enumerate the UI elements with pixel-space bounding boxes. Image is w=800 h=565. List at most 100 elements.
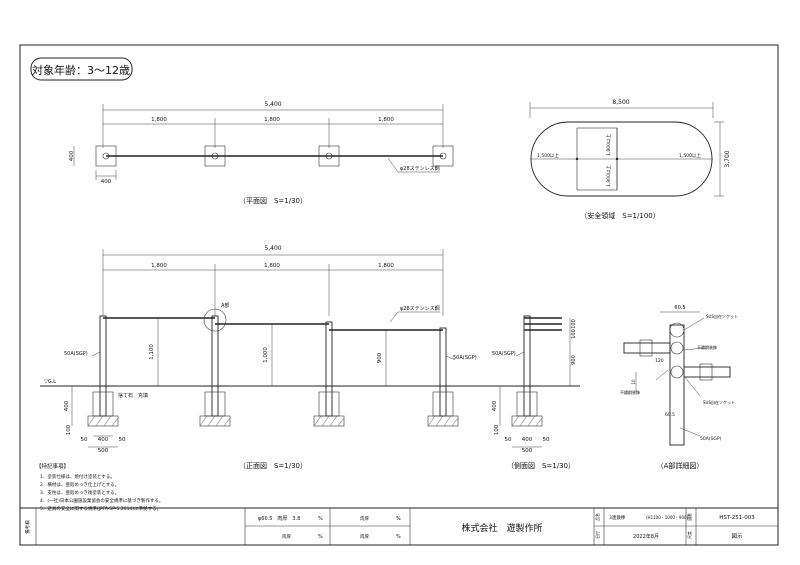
material-1-unit: %	[318, 516, 323, 522]
side-found-50-left: 50	[505, 437, 512, 443]
material-1: φ60.5 肉厚 3.8	[258, 515, 300, 522]
side-foundation	[511, 391, 543, 427]
front-view: 5,400 1,800 1,800 1,800 ▽G.L 1,100 1,000…	[40, 245, 580, 470]
detail-bar-left	[623, 342, 671, 354]
safety-area-title: （安全領域 S=1/100）	[580, 211, 659, 220]
plan-pad-width: 400	[101, 179, 112, 185]
gl-label: ▽G.L	[44, 379, 56, 385]
plan-view: 5,400 1,800 1,800 1,800 400 400 φ28ステンレス…	[69, 101, 454, 205]
side-found-500: 500	[522, 448, 533, 454]
side-found-50-right: 50	[543, 437, 550, 443]
note-item: 4．(一社)日本公園施設業協会の安全規準に基づき製作する。	[40, 497, 163, 504]
product-name: 3連鉄棒	[609, 514, 626, 521]
drawing-number: HST-251-003	[719, 515, 755, 521]
detail-a-label: A部	[221, 302, 229, 309]
front-foundation-1	[87, 391, 119, 427]
detail-deco-2: 不鏽鋼装飾	[620, 389, 640, 395]
detail-dim-60-bottom: 60.5	[665, 412, 675, 418]
safety-right-clearance: 1,500以上	[679, 152, 701, 159]
front-foundation-4	[427, 391, 459, 427]
notes-block: 【特記事項】 1．塗装仕様は、焼付け塗装とする。 2．横材は、亜鉛めっき仕上げと…	[36, 462, 163, 512]
note-item: 2．横材は、亜鉛めっき仕上げとする。	[40, 481, 119, 488]
front-height-1100: 1,100	[149, 344, 155, 360]
front-post-4	[439, 327, 447, 417]
notes-title: 【特記事項】	[36, 462, 69, 470]
front-total-dim: 5,400	[264, 245, 281, 252]
front-found-400: 400	[98, 437, 109, 443]
front-height-900: 900	[377, 352, 383, 363]
target-age-text: 対象年齢：3〜12歳	[32, 63, 130, 77]
front-foundation-2	[199, 391, 231, 427]
front-post-3	[325, 321, 333, 417]
material-4-unit: %	[396, 534, 401, 540]
front-height-1000: 1,000	[263, 347, 269, 363]
side-label: 備考欄	[24, 520, 31, 534]
side-post	[523, 315, 531, 417]
front-span-dim-3: 1,800	[378, 263, 394, 269]
title-block: 備考欄 φ60.5 肉厚 3.8 % 肉厚 % 肉厚 % 肉厚 % 株式会社 遊…	[20, 507, 778, 545]
plan-total-dim: 5,400	[264, 101, 281, 108]
detail-a-marker	[203, 308, 227, 332]
side-dim-100-a: 100	[571, 319, 577, 329]
detail-deco-1: 不鏽鋼装飾	[697, 344, 717, 350]
side-depth-400: 400	[492, 400, 498, 411]
drawing-border	[19, 44, 779, 546]
front-post-label-left: 50A(SGP)	[64, 351, 88, 357]
side-dim-100-b: 100	[571, 329, 577, 339]
front-found-50-right: 50	[119, 437, 126, 443]
side-view: 100 100 900 50A(SGP) 400 100 400 50 50 5…	[492, 315, 577, 470]
plan-pad-depth: 400	[69, 150, 75, 161]
plan-span-dim-1: 1,800	[151, 117, 167, 123]
detail-pipe-label: 50A(SGP)	[700, 436, 722, 442]
detail-fitting-1: SUS自在ソケット	[706, 313, 738, 319]
front-post-label-right: 50A(SGP)	[453, 355, 477, 361]
plan-view-title: （平面図 S=1/30）	[239, 197, 307, 205]
side-post-label: 50A(SGP)	[492, 351, 516, 357]
detail-a-title: （A部詳細図）	[657, 461, 704, 470]
scale-label: 尺度	[687, 531, 692, 539]
front-depth-400: 400	[64, 400, 70, 411]
product-label: 品名	[595, 513, 600, 521]
front-span-dim-1: 1,800	[151, 263, 167, 269]
front-view-title: （正面図 S=1/30）	[239, 462, 307, 470]
safety-left-clearance: 1,500以上	[537, 152, 559, 159]
drawing-number-label: 図番	[687, 513, 692, 521]
detail-a-view: 60.5 SUS自在ソケット 不鏽鋼装飾 不鏽鋼装飾 SUS自在ソケット 120…	[620, 305, 738, 470]
note-item: 3．支柱は、亜鉛めっき後塗装とする。	[40, 489, 119, 496]
detail-dim-60-top: 60.5	[674, 305, 685, 311]
front-span-dim-2: 1,800	[264, 263, 280, 269]
plan-pipe-label: φ28ステンレス鋼	[400, 165, 440, 172]
date-value: 2022年8月	[633, 533, 659, 540]
side-found-400: 400	[522, 437, 533, 443]
concrete-label: 捨て石 充填	[118, 392, 148, 399]
detail-dim-10: 10	[631, 379, 636, 385]
front-pipe-label: φ28ステンレス鋼	[400, 305, 440, 312]
target-age-badge: 対象年齢：3〜12歳	[30, 57, 133, 81]
side-view-title: （側面図 S=1/30）	[507, 461, 575, 470]
plan-span-dim-3: 1,800	[378, 117, 394, 123]
material-3-unit: %	[396, 516, 401, 522]
note-item: 5．遊具の安全に関する規準(JPFA-SP-S:2014)に準拠する。	[40, 505, 161, 512]
material-2-unit: %	[318, 534, 323, 540]
safety-area-view: 8,500 1,500以上 1,500以上 1,800以上 1,800以上 3,…	[529, 99, 731, 220]
product-code: (H1100・1000・900)	[646, 515, 689, 520]
note-item: 1．塗装仕様は、焼付け塗装とする。	[40, 473, 115, 480]
front-foundation-3	[313, 391, 345, 427]
safety-area-outline	[530, 121, 713, 197]
date-label: 日付	[595, 531, 600, 539]
safety-bottom-clearance: 1,800以上	[605, 165, 612, 187]
material-4: 肉厚	[360, 533, 369, 540]
scale-value: 図示	[731, 533, 743, 540]
detail-bar-right	[683, 366, 731, 378]
detail-socket-lower	[670, 365, 684, 379]
side-dim-900: 900	[571, 355, 577, 365]
side-depth-100: 100	[494, 424, 500, 435]
company-name: 株式会社 遊製作所	[461, 522, 542, 534]
detail-fitting-2: SUS自在ソケット	[703, 399, 735, 405]
safety-top-clearance: 1,800以上	[605, 134, 612, 156]
front-depth-100: 100	[66, 424, 72, 435]
front-post-1	[99, 315, 107, 417]
detail-post	[669, 324, 685, 446]
material-2: 肉厚	[282, 533, 291, 540]
